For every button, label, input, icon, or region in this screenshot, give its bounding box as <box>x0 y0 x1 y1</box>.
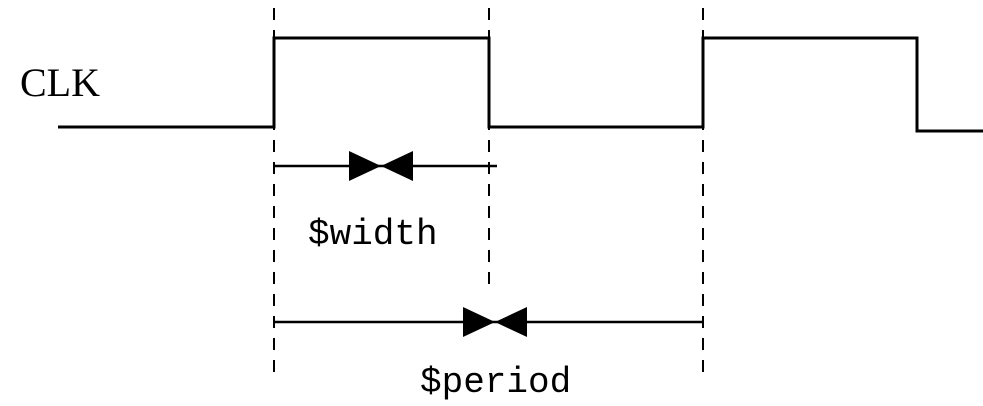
width-arrow-left <box>381 151 413 181</box>
period-arrow-right <box>463 307 495 337</box>
width-dimension <box>274 151 497 181</box>
width-arrow-right <box>349 151 381 181</box>
period-dimension <box>274 307 703 337</box>
width-label: $width <box>308 214 438 255</box>
period-arrow-left <box>495 307 527 337</box>
period-label: $period <box>420 362 571 403</box>
clock-waveform <box>58 36 983 133</box>
signal-name-label: CLK <box>20 60 100 105</box>
